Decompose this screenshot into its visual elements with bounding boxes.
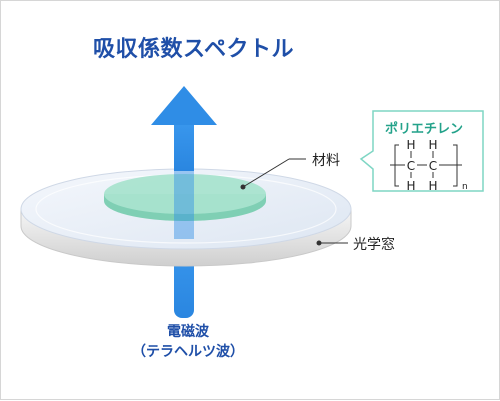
em-wave-label-line1: 電磁波 <box>167 324 209 340</box>
window-leader-line <box>316 240 348 246</box>
polyethylene-formula <box>390 144 462 187</box>
page-title: 吸収係数スペクトル <box>93 37 294 62</box>
formula-c-2: C <box>429 159 437 173</box>
em-wave-arrow-through <box>174 169 194 239</box>
material-leader-line <box>240 158 306 190</box>
material-sample <box>104 174 266 221</box>
em-wave-label-line2: （テラヘルツ波） <box>132 344 244 360</box>
em-wave-label: 電磁波 （テラヘルツ波） <box>113 322 263 362</box>
formula-h-top-2: H <box>428 138 437 152</box>
em-wave-arrow-upper <box>151 86 217 171</box>
polyethylene-callout-box <box>359 110 484 192</box>
formula-h-bottom-1: H <box>406 179 415 193</box>
polyethylene-title: ポリエチレン <box>385 122 464 137</box>
material-label: 材料 <box>312 153 340 169</box>
optical-window-label: 光学窓 <box>353 237 395 253</box>
formula-h-top-1: H <box>406 138 415 152</box>
formula-c-1: C <box>407 159 415 173</box>
formula-subscript: n <box>462 182 468 192</box>
formula-h-bottom-2: H <box>428 179 437 193</box>
